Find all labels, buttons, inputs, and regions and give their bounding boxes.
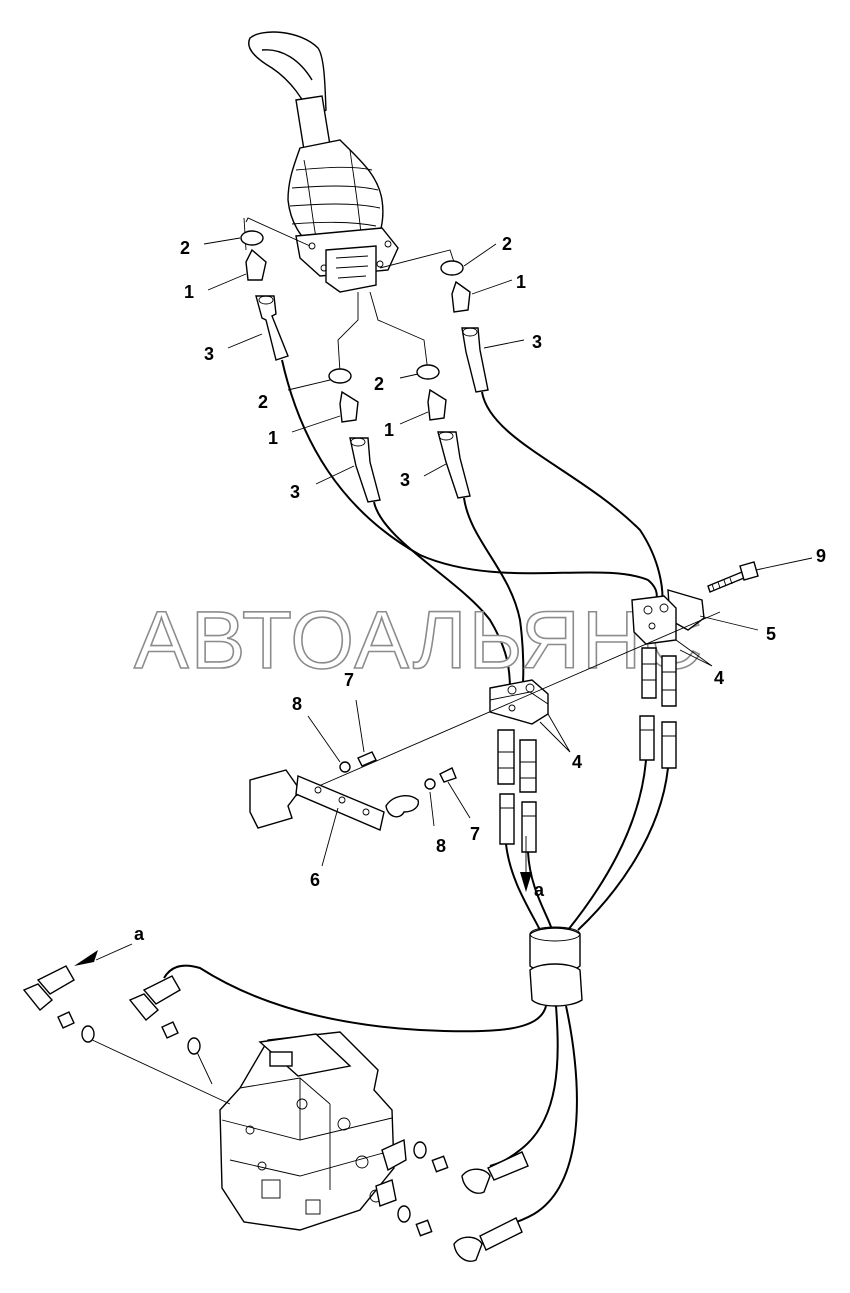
hose-end — [255, 295, 289, 361]
adapter — [451, 280, 471, 313]
screw — [357, 751, 377, 767]
plate — [295, 774, 385, 831]
left-hose-bracket — [489, 679, 549, 853]
callout-label: 1 — [268, 428, 278, 448]
fitting-group-left-upper — [240, 230, 289, 361]
callout-label: 3 — [290, 482, 300, 502]
callout-label: 7 — [344, 670, 354, 690]
callout-label: 9 — [816, 546, 826, 566]
callout-label: 1 — [184, 282, 194, 302]
hose-end — [349, 437, 381, 503]
callout-label: 2 — [374, 374, 384, 394]
callout-label: 6 — [310, 870, 320, 890]
fitting-group-middle-right — [416, 364, 471, 499]
pilot-hoses-upper — [281, 359, 664, 691]
callout-label: 3 — [400, 470, 410, 490]
callout-label: 3 — [204, 344, 214, 364]
callout-label: 4 — [714, 668, 724, 688]
o-ring — [440, 260, 464, 276]
callout-label: 2 — [502, 234, 512, 254]
clamp-block — [631, 595, 677, 645]
callout-label: 2 — [180, 238, 190, 258]
callout-label: 3 — [532, 332, 542, 352]
adapter — [339, 390, 359, 423]
main-control-valve — [219, 1031, 407, 1231]
callout-leaders — [95, 237, 813, 961]
valve-fittings — [22, 965, 529, 1262]
adapter — [245, 248, 267, 281]
right-hose-bracket — [631, 561, 759, 769]
fitting-group-right-upper — [440, 260, 489, 393]
callout-label: 2 — [258, 392, 268, 412]
watermark-text: АВТОАЛЬЯНС — [134, 595, 704, 686]
joystick-lever — [248, 31, 399, 293]
screw — [439, 767, 457, 783]
o-ring — [328, 368, 352, 384]
o-ring — [416, 364, 440, 380]
hose-clip — [385, 795, 420, 818]
mounting-pad — [249, 769, 301, 829]
o-ring — [240, 230, 264, 246]
sleeve-lower — [529, 963, 583, 1007]
alignment-line — [267, 611, 721, 809]
washer — [424, 778, 436, 790]
adapter — [427, 388, 447, 421]
callout-label: 4 — [572, 752, 582, 772]
callout-label: 7 — [470, 824, 480, 844]
hose-end — [437, 431, 471, 499]
callout-label: 1 — [516, 272, 526, 292]
callout-label: 1 — [384, 420, 394, 440]
callout-labels: 2 1 3 2 1 3 2 1 3 2 1 3 9 5 4 4 7 8 8 7 … — [134, 234, 826, 944]
callout-label: a — [534, 880, 545, 900]
fitting-group-middle-left — [328, 368, 381, 503]
mounting-plate-assembly — [249, 751, 457, 831]
callout-label: 8 — [436, 836, 446, 856]
callout-label: a — [134, 924, 145, 944]
callout-label: 5 — [766, 624, 776, 644]
washer — [339, 761, 351, 773]
hose-end — [461, 327, 489, 393]
reference-arrows — [74, 836, 532, 966]
callout-label: 8 — [292, 694, 302, 714]
port-leader-lines — [243, 217, 455, 373]
